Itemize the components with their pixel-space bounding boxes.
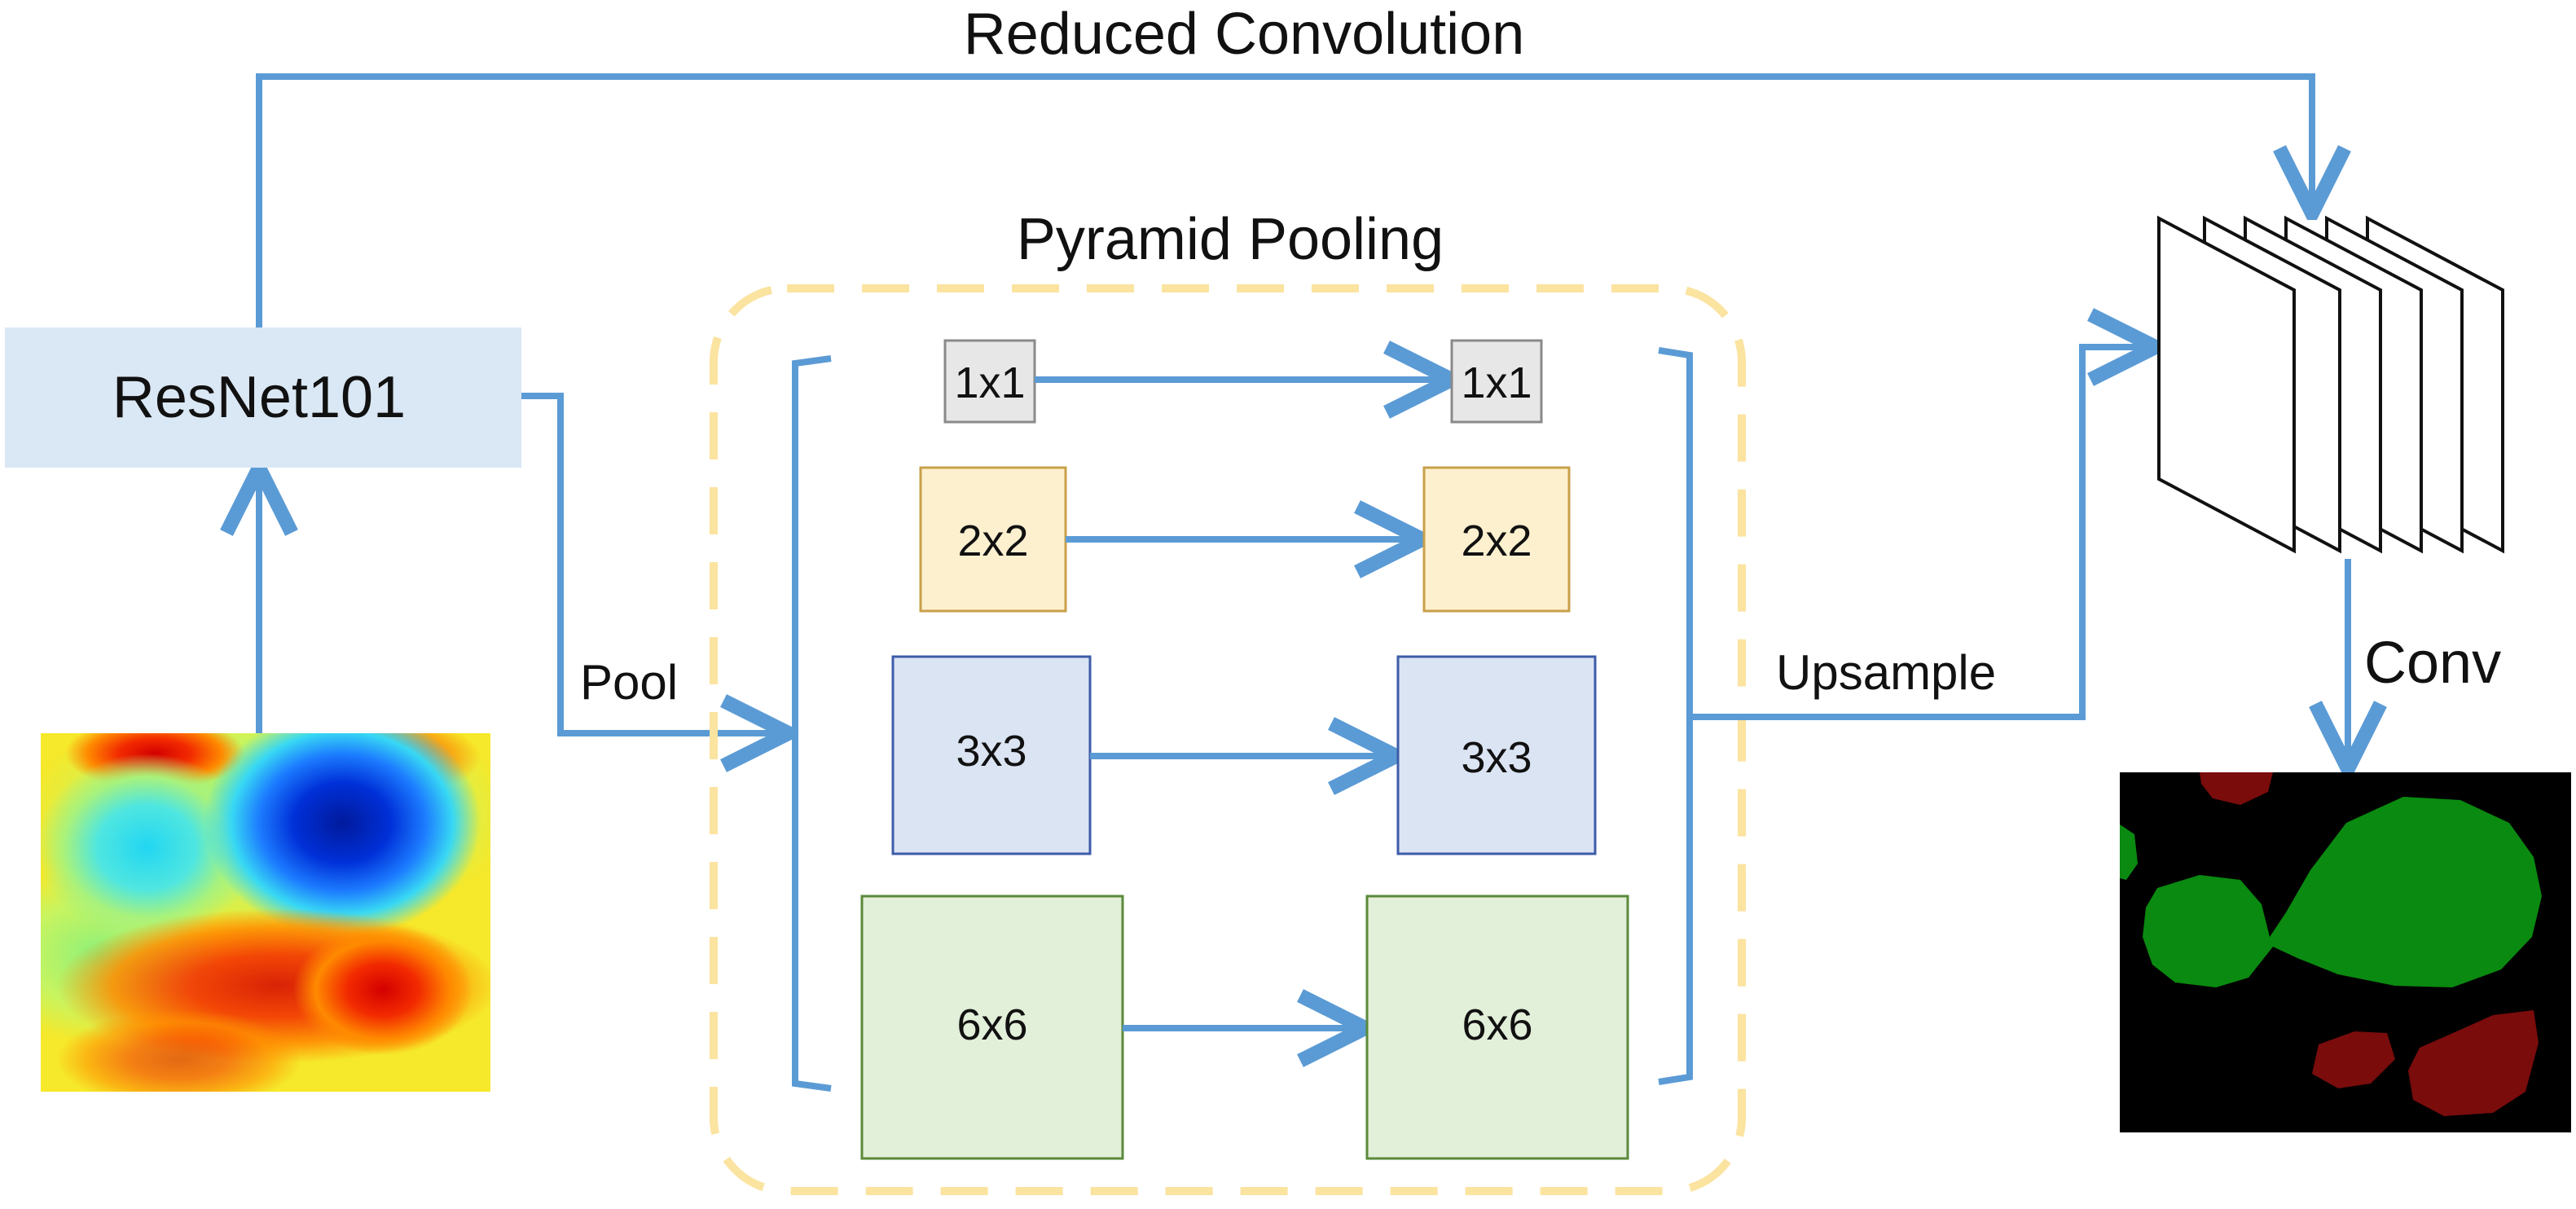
conv-label: Conv [2364,631,2501,696]
level-3x3-output-box [1396,655,1597,855]
level-2x2-input-box [919,466,1067,613]
pool-label: Pool [580,655,678,710]
level-1x1-input-box [943,339,1036,424]
backbone-label: ResNet101 [112,365,406,430]
pyramid-pooling-region [710,284,1746,1195]
level-2x2-output-box [1422,466,1571,613]
pyramid-left-bracket [792,355,832,1092]
upsample-label: Upsample [1776,645,1996,700]
level-2x2-input-label: 2x2 [957,517,1028,565]
pyramid-pooling-label: Pyramid Pooling [1017,207,1444,272]
level-2x2-output-label: 2x2 [1461,517,1532,565]
upsample-arrow [1690,347,2156,720]
backbone-box [5,328,521,468]
level-3x3-input-box [891,655,1092,855]
input-heatmap-image [41,733,490,1092]
level-6x6-output-box [1365,895,1629,1160]
pyramid-right-bracket [1658,347,1693,1085]
level-6x6-input-box [860,895,1124,1160]
level-6x6-output-label: 6x6 [1462,1000,1532,1049]
level-1x1-output-box [1450,339,1543,424]
level-1x1-input-label: 1x1 [954,358,1025,407]
level-6x6-input-label: 6x6 [956,1000,1027,1049]
segmentation-mask-image [2120,772,2571,1132]
reduced-convolution-arrow [256,73,2312,328]
level-1x1-output-label: 1x1 [1461,358,1532,407]
pool-arrow [521,393,789,733]
level-3x3-output-label: 3x3 [1461,733,1532,782]
level-3x3-input-label: 3x3 [956,727,1026,776]
feature-map-stack [2157,215,2504,554]
reduced-convolution-label: Reduced Convolution [964,2,1524,67]
